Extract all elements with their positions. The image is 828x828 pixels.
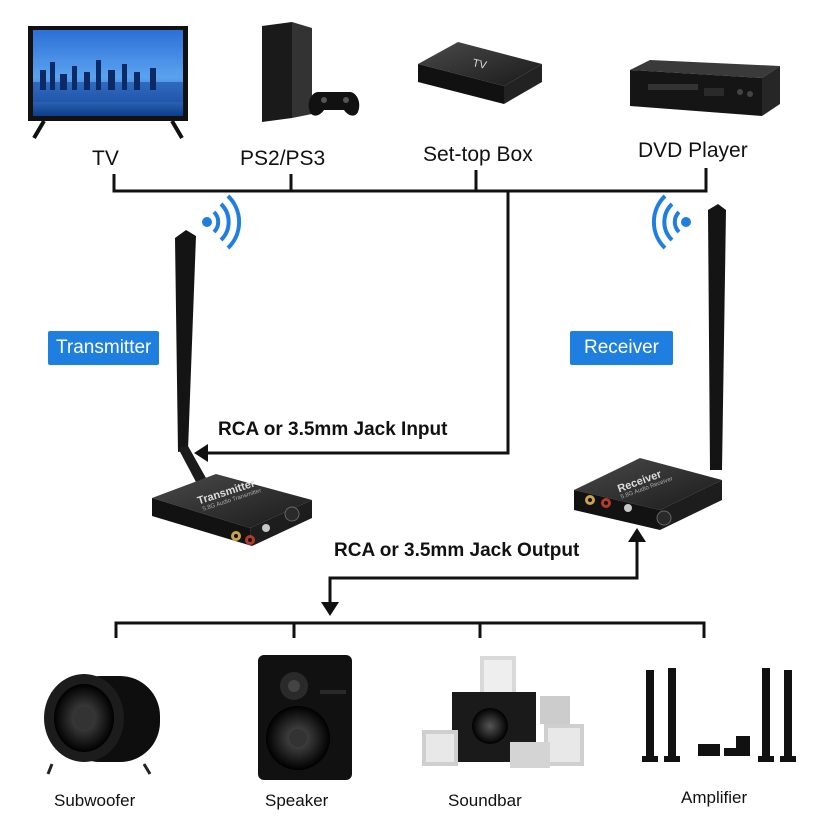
soundbar-icon xyxy=(422,656,584,768)
output-label-speaker: Speaker xyxy=(265,791,329,810)
output-label-subwoofer: Subwoofer xyxy=(54,791,136,810)
input-label: RCA or 3.5mm Jack Input xyxy=(218,419,448,440)
svg-text:TV: TV xyxy=(471,57,488,72)
amplifier-icon xyxy=(642,668,796,762)
set-top-box-icon: TV xyxy=(418,42,542,104)
input-arrow xyxy=(194,444,208,462)
output-bus xyxy=(114,538,706,638)
output-arrow-up xyxy=(628,528,646,542)
output-label-soundbar: Soundbar xyxy=(448,791,522,810)
receiver-device-icon xyxy=(574,204,726,530)
transmitter-badge: Transmitter xyxy=(48,331,160,365)
source-label-dvd-player: DVD Player xyxy=(638,139,748,162)
output-label: RCA or 3.5mm Jack Output xyxy=(334,540,580,561)
dvd-player-icon xyxy=(630,60,780,116)
transmitter-device-icon xyxy=(152,230,312,546)
subwoofer-icon xyxy=(44,674,160,775)
wifi-signal-icon xyxy=(202,194,242,250)
ps-console-icon xyxy=(262,22,360,122)
source-bus xyxy=(112,168,708,455)
receiver-badge: Receiver xyxy=(570,331,673,365)
tv-icon xyxy=(28,26,188,140)
source-label-tv: TV xyxy=(92,147,119,170)
output-arrow-down xyxy=(321,602,339,616)
source-label-ps: PS2/PS3 xyxy=(240,147,326,170)
speaker-icon xyxy=(258,655,352,780)
output-label-amplifier: Amplifier xyxy=(681,788,748,807)
source-label-set-top-box: Set-top Box xyxy=(423,143,533,166)
wifi-signal-icon xyxy=(651,194,691,250)
